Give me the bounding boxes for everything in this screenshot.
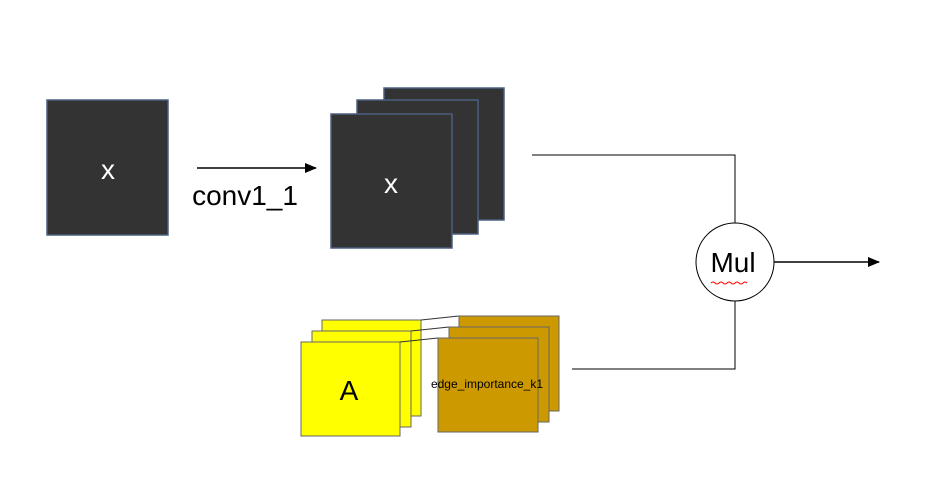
connector-line-top: [420, 315, 460, 321]
edge-importance-layer-1: [437, 337, 539, 433]
connector-line-middle: [410, 326, 450, 332]
input-feature-map: x: [46, 99, 169, 236]
mul-label: Mul: [710, 247, 755, 278]
edge-importance-stack: edge_importance_k1: [431, 315, 560, 433]
mul-input-connections: [532, 154, 736, 370]
mul-node: Mul: [695, 222, 775, 302]
spellcheck-underline: [710, 281, 748, 285]
importance-to-mul-line: [572, 301, 736, 370]
stack-connectors: [399, 315, 460, 343]
connector-line-bottom: [399, 337, 439, 343]
adjacency-layer-1: [300, 341, 401, 437]
edge-importance-label: edge_importance_k1: [431, 377, 543, 391]
input-feature-map-box: [46, 99, 169, 236]
conv-edge: conv1_1: [192, 163, 317, 211]
input-feature-map-label: x: [101, 154, 115, 185]
conv-output-map-label: x: [384, 168, 398, 199]
adjacency-label: A: [340, 375, 359, 406]
conv-edge-label: conv1_1: [192, 180, 298, 211]
feature-to-mul-line: [532, 154, 736, 223]
adjacency-stack: A: [300, 319, 422, 437]
conv-output-map-layer-1: [330, 113, 453, 249]
conv-output-feature-maps: x: [330, 87, 505, 249]
